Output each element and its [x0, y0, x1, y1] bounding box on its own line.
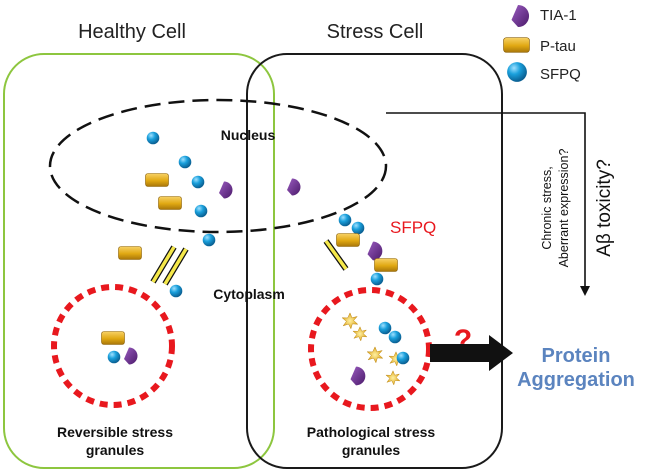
sfpq-molecule	[194, 204, 208, 218]
legend-sfpq-label: SFPQ	[540, 66, 581, 83]
reversible-granules-label-line2: granules	[86, 442, 145, 458]
ptau-molecule	[374, 258, 398, 272]
chronic-stress-arrowhead	[580, 286, 590, 296]
sfpq-molecule	[191, 175, 205, 189]
stress-star	[385, 370, 401, 386]
pathological-granule-boundary	[308, 287, 432, 411]
cytoplasm-label: Cytoplasm	[213, 286, 285, 302]
stress-star	[352, 326, 368, 342]
legend-ptau-label: P-tau	[540, 38, 576, 55]
nucleus-label: Nucleus	[221, 127, 276, 143]
sfpq-highlight-label: SFPQ	[390, 218, 436, 237]
sfpq-molecule	[396, 351, 410, 365]
tia1-molecule	[350, 366, 366, 386]
healthy-cell-title: Healthy Cell	[78, 21, 186, 43]
legend-tia1-label: TIA-1	[540, 7, 577, 24]
healthy-cell-outline	[3, 53, 275, 469]
stress-star	[366, 346, 383, 363]
sfpq-molecule	[351, 221, 365, 235]
stress-star	[341, 312, 358, 329]
ptau-molecule	[158, 196, 182, 210]
aggregation-arrow	[430, 335, 513, 371]
sfpq-molecule	[107, 350, 121, 364]
ptau-molecule	[145, 173, 169, 187]
outcome-label-line2: Aggregation	[517, 369, 635, 391]
sfpq-molecule	[378, 321, 392, 335]
chronic-stress-arrow	[386, 112, 586, 288]
sfpq-molecule	[178, 155, 192, 169]
sfpq-molecule	[388, 330, 402, 344]
pathological-granules-label-line1: Pathological stress	[307, 424, 436, 440]
tia1-molecule	[219, 181, 233, 199]
sfpq-molecule	[146, 131, 160, 145]
sfpq-molecule	[338, 213, 352, 227]
tia1-molecule	[124, 347, 138, 365]
one-way-arrow	[323, 239, 349, 271]
side-label-line1: Chronic stress,	[540, 166, 554, 249]
ptau-molecule	[336, 233, 360, 247]
reversible-granule-boundary	[51, 284, 175, 408]
abeta-toxicity-label: Aβ toxicity?	[594, 159, 615, 257]
sfpq-molecule	[169, 284, 183, 298]
ptau-legend-icon	[503, 37, 530, 53]
nucleus-boundary	[48, 98, 388, 234]
reversible-exchange-arrows	[150, 245, 189, 286]
tia1-molecule	[367, 241, 383, 261]
ptau-molecule	[118, 246, 142, 260]
sfpq-molecule	[370, 272, 384, 286]
pathological-granules-label-line2: granules	[342, 442, 401, 458]
ptau-molecule	[101, 331, 125, 345]
stress-cell-outline	[246, 53, 503, 469]
tia1-legend-icon	[511, 4, 530, 28]
sfpq-legend-icon	[507, 62, 527, 82]
stress-cell-title: Stress Cell	[327, 21, 424, 43]
tia1-molecule	[287, 178, 301, 196]
side-label-line2: Aberrant expression?	[557, 149, 571, 268]
sfpq-molecule	[202, 233, 216, 247]
reversible-granules-label-line1: Reversible stress	[57, 424, 173, 440]
outcome-label-line1: Protein	[542, 345, 611, 367]
